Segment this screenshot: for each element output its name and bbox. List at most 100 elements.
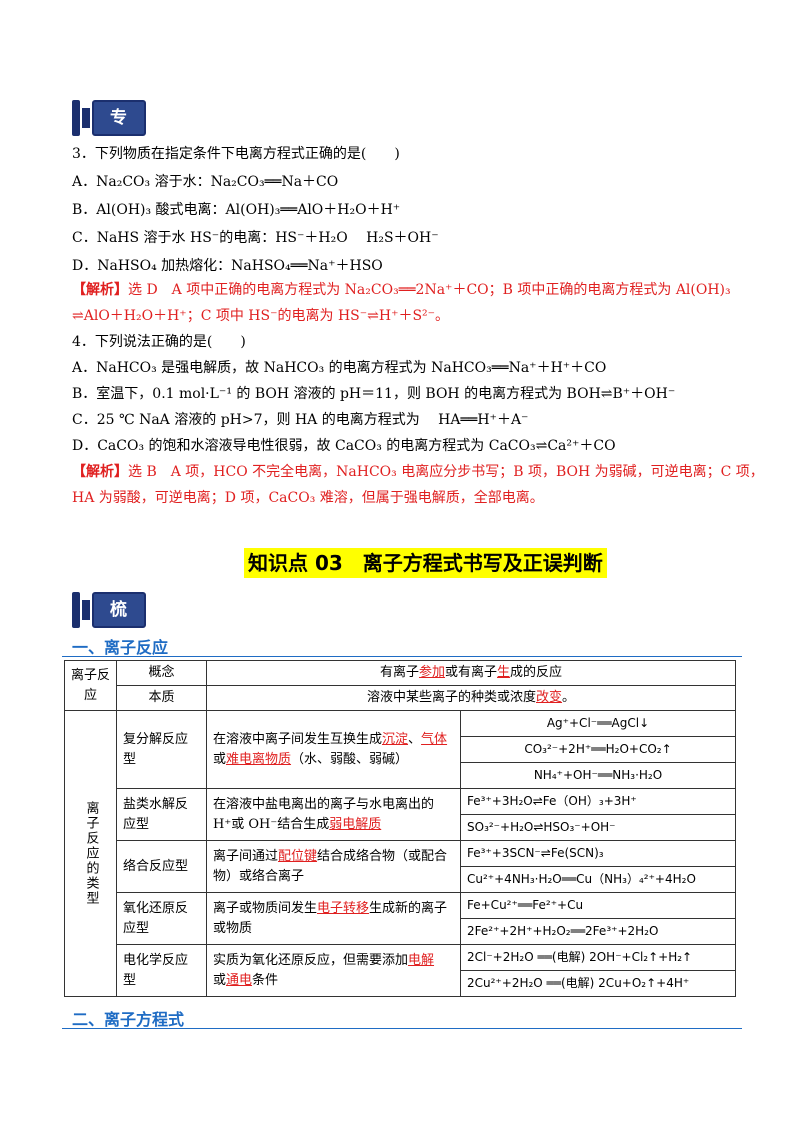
section-divider [62,1028,742,1029]
section-title-ion-equation: 二、离子方程式 [72,1010,185,1029]
table-cell: Fe³⁺+3SCN⁻⇌Fe(SCN)₃ [459,840,737,867]
table-cell: CO₃²⁻+2H⁺══H₂O+CO₂↑ [459,736,737,763]
table-cell: 溶液中某些离子的种类或浓度改变。 [205,685,737,711]
q4-analysis-text1: 选 B A 项，HCO 不完全电离，NaHCO₃ 电离应分步书写；B 项，BOH… [128,464,764,480]
q3-analysis-line2: ⇌AlO＋H₂O＋H⁺；C 项中 HS⁻的电离为 HS⁻⇌H⁺＋S²⁻。 [72,308,450,324]
table-row: 2Cu²⁺+2H₂O ══(电解) 2Cu+O₂↑+4H⁺ [65,970,737,997]
table-cell: 2Cu²⁺+2H₂O ══(电解) 2Cu+O₂↑+4H⁺ [459,970,737,997]
analysis-tag: 【解析】 [72,282,128,298]
q3-option-c: C．NaHS 溶于水 HS⁻的电离：HS⁻＋H₂O H₂S＋OH⁻ [72,230,439,246]
equation: SO₃²⁻+H₂O⇌HSO₃⁻+OH⁻ [467,820,616,834]
equation: Cu²⁺+4NH₃·H₂O══Cu（NH₃）₄²⁺+4H₂O [467,872,696,886]
underlined-term: 生 [497,665,511,680]
table-cell: 离子或物质间发生电子转移生成新的离子或物质 [206,892,461,945]
q3-analysis-text1: 选 D A 项中正确的电离方程式为 Na₂CO₃══2Na⁺＋CO；B 项中正确… [128,282,731,298]
analysis-tag: 【解析】 [72,464,128,480]
table-row: 盐类水解反应型 在溶液中盐电离出的离子与水电离出的 H⁺或 OH⁻结合生成弱电解… [65,788,737,841]
equation: Fe³⁺+3SCN⁻⇌Fe(SCN)₃ [467,846,604,860]
table-cell: 有离子参加或有离子生成的反应 [205,660,737,686]
underlined-term: 改变 [536,690,563,705]
q4-option-b: B．室温下，0.1 mol·L⁻¹ 的 BOH 溶液的 pH＝11，则 BOH … [72,386,676,402]
cell-text: 或有离子 [445,665,498,680]
underlined-term: 参加 [418,665,445,680]
cell-text: 或 [213,972,227,988]
table-cell: 在溶液中离子间发生互换生成沉淀、气体或难电离物质（水、弱酸、弱碱） [206,710,461,789]
table-row: 络合反应型 离子间通过配位键结合成络合物（或配合物）或络合离子 Fe³⁺+3SC… [65,840,737,893]
cell-text: 或 [213,751,227,767]
table-cell: 离子间通过配位键结合成络合物（或配合物）或络合离子 [206,840,461,893]
cell-text: （水、弱酸、弱碱） [291,751,409,767]
cell-text: 有离子 [379,665,419,680]
underlined-term: 电解 [408,952,435,968]
q4-option-a: A．NaHCO₃ 是强电解质，故 NaHCO₃ 的电离方程式为 NaHCO₃══… [72,360,607,376]
cell-text: 结合成络合物（或配合物）或络合离子 [213,848,448,884]
section-divider [62,656,742,657]
table-cell: 本质 [116,685,207,711]
badge-bar [72,100,80,136]
underlined-term: 通电 [226,972,253,988]
underlined-term: 气体 [421,731,448,747]
table-cell: 络合反应型 [116,840,207,893]
table-cell: 电化学反应型 [116,944,207,997]
table-cell: 离子反应的类型 [64,710,117,997]
equation: 2Fe²⁺+2H⁺+H₂O₂══2Fe³⁺+2H₂O [467,924,659,938]
table-cell: 盐类水解反应型 [116,788,207,841]
cell-text: 。 [562,690,576,705]
table-row: SO₃²⁻+H₂O⇌HSO₃⁻+OH⁻ [65,814,737,841]
cell-text: 生成新的离子或物质 [213,900,448,936]
cell-text: 实质为氧化还原反应，但需要添加 [213,952,409,968]
table-cell: 离子反应 [64,660,117,711]
section-title-ion-reaction: 一、离子反应 [72,638,169,657]
table-cell: 2Fe²⁺+2H⁺+H₂O₂══2Fe³⁺+2H₂O [459,918,737,945]
cell-text: 在溶液中盐电离出的离子与水电离出的 H⁺或 OH⁻结合生成 [213,796,435,832]
q4-option-d: D．CaCO₃ 的饱和水溶液导电性很弱，故 CaCO₃ 的电离方程式为 CaCO… [72,438,616,454]
table-row: 离子反应 概念 有离子参加或有离子生成的反应 [64,660,737,711]
q3-option-a: A．Na₂CO₃ 溶于水：Na₂CO₃══Na＋CO [72,174,339,190]
underlined-term: 弱电解质 [329,816,382,832]
q3-stem: 3．下列物质在指定条件下电离方程式正确的是( ) [72,146,400,162]
underlined-term: 沉淀 [382,731,409,747]
table-row: 2Fe²⁺+2H⁺+H₂O₂══2Fe³⁺+2H₂O [65,918,737,945]
equation: 2Cu²⁺+2H₂O ══(电解) 2Cu+O₂↑+4H⁺ [467,976,690,990]
q4-analysis-line2: HA 为弱酸，可逆电离；D 项，CaCO₃ 难溶，但属于强电解质，全部电离。 [72,490,544,506]
q3-option-d: D．NaHSO₄ 加热熔化：NaHSO₄══Na⁺＋HSO [72,258,383,274]
equation: 2Cl⁻+2H₂O ══(电解) 2OH⁻+Cl₂↑+H₂↑ [467,950,693,964]
table-cell: Cu²⁺+4NH₃·H₂O══Cu（NH₃）₄²⁺+4H₂O [459,866,737,893]
table-cell: 氧化还原反应型 [116,892,207,945]
badge-label: 专项提升 [92,100,146,224]
table-row: 离子反应的类型 复分解反应型 在溶液中离子间发生互换生成沉淀、气体或难电离物质（… [64,710,737,997]
table-row: CO₃²⁻+2H⁺══H₂O+CO₂↑ [65,736,737,763]
cell-text: 离子或物质间发生 [213,900,318,916]
badge-bar [72,592,80,628]
table-cell: SO₃²⁻+H₂O⇌HSO₃⁻+OH⁻ [459,814,737,841]
table-row: Cu²⁺+4NH₃·H₂O══Cu（NH₃）₄²⁺+4H₂O [65,866,737,893]
head-label: 离子反应 [71,667,111,703]
ion-reaction-table: 离子反应 概念 有离子参加或有离子生成的反应 本质 溶液中某些离子的种类或浓度改… [64,660,737,997]
q4-option-c: C．25 ℃ NaA 溶液的 pH>7，则 HA 的电离方程式为 HA══H⁺＋… [72,412,529,428]
cell-text: 溶液中某些离子的种类或浓度 [366,690,536,705]
types-label: 离子反应的类型 [83,801,99,906]
table-cell: Fe³⁺+3H₂O⇌Fe（OH）₃+3H⁺ [459,788,737,815]
table-cell: Fe+Cu²⁺══Fe²⁺+Cu [459,892,737,919]
table-cell: 在溶液中盐电离出的离子与水电离出的 H⁺或 OH⁻结合生成弱电解质 [206,788,461,841]
equation: Fe+Cu²⁺══Fe²⁺+Cu [467,898,584,912]
cell-text: 离子间通过 [213,848,279,864]
q4-stem: 4．下列说法正确的是( ) [72,334,246,350]
table-cell: 实质为氧化还原反应，但需要添加电解或通电条件 [206,944,461,997]
badge-bar-inner [82,600,90,620]
knowledge-point-title: 知识点 03 离子方程式书写及正误判断 [244,548,607,578]
underlined-term: 配位键 [278,848,318,864]
equation: CO₃²⁻+2H⁺══H₂O+CO₂↑ [524,742,672,756]
equation: Ag⁺+Cl⁻══AgCl↓ [546,716,650,730]
badge-bar-inner [82,108,90,128]
table-row: 本质 溶液中某些离子的种类或浓度改变。 [65,685,737,711]
table-cell: 2Cl⁻+2H₂O ══(电解) 2OH⁻+Cl₂↑+H₂↑ [459,944,737,971]
table-cell: 概念 [116,660,207,686]
table-cell: 复分解反应型 [116,710,207,789]
underlined-term: 电子转移 [317,900,370,916]
q3-option-b: B．Al(OH)₃ 酸式电离：Al(OH)₃══AlO＋H₂O＋H⁺ [72,202,401,218]
q3-analysis-line1: 【解析】选 D A 项中正确的电离方程式为 Na₂CO₃══2Na⁺＋CO；B … [72,280,731,300]
table-cell: NH₄⁺+OH⁻══NH₃·H₂O [459,762,737,789]
equation: NH₄⁺+OH⁻══NH₃·H₂O [533,768,663,782]
table-row: 氧化还原反应型 离子或物质间发生电子转移生成新的离子或物质 Fe+Cu²⁺══F… [65,892,737,945]
